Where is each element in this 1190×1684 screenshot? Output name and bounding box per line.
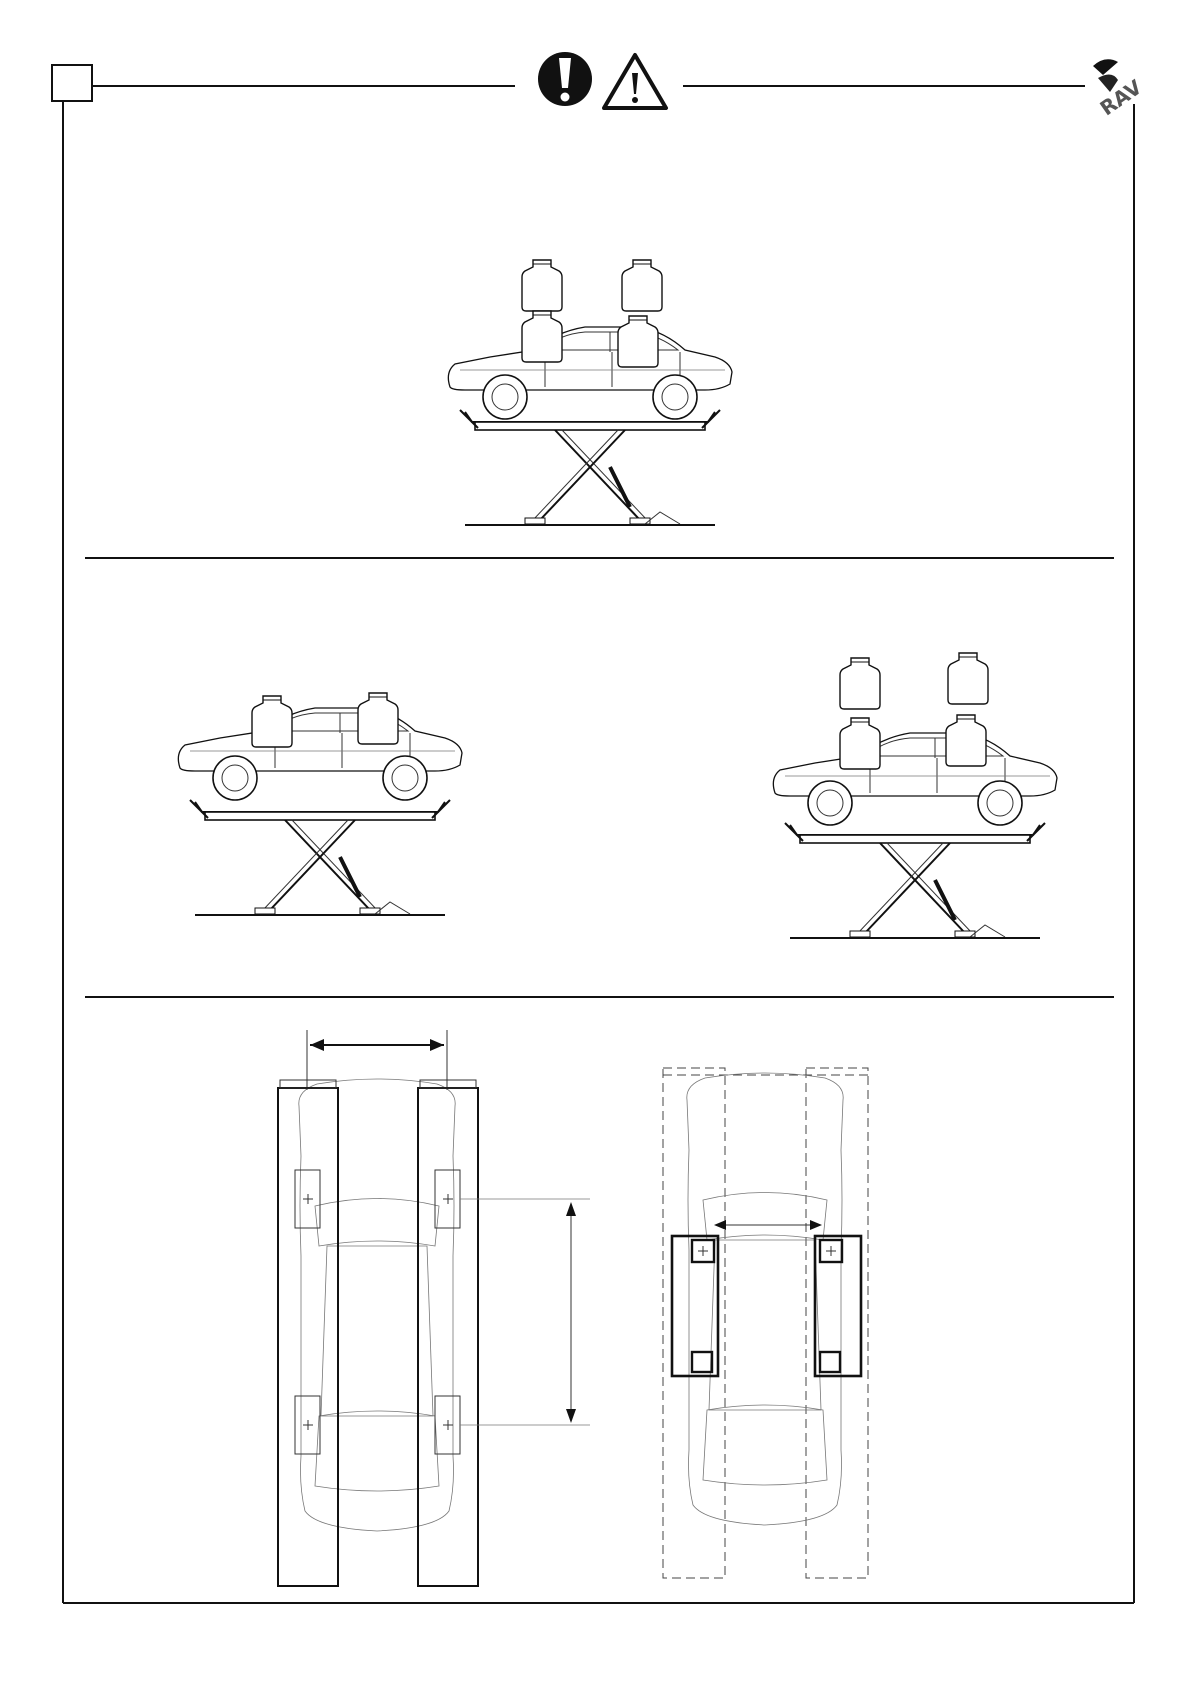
header-bar: RAV xyxy=(52,52,1147,120)
rav-brand-logo: RAV xyxy=(1093,59,1147,120)
figure-car-on-lift-load-centered xyxy=(448,260,732,525)
lift-arm-right xyxy=(815,1236,861,1376)
weight-icon xyxy=(622,260,662,311)
runway-left xyxy=(278,1088,338,1586)
figure-car-on-lift-load-distributed xyxy=(773,653,1057,938)
figure-plan-view-lifting-pads xyxy=(663,1068,868,1578)
page-frame xyxy=(63,101,1134,1603)
weight-icon xyxy=(840,658,880,709)
weight-icon xyxy=(522,311,562,362)
weight-icon xyxy=(948,653,988,704)
weight-icon xyxy=(358,693,398,744)
weight-icon xyxy=(252,696,292,747)
weight-icon xyxy=(522,260,562,311)
lifting-pad xyxy=(820,1352,840,1372)
lifting-pad xyxy=(692,1352,712,1372)
runway-right xyxy=(418,1088,478,1586)
weight-icon xyxy=(840,718,880,769)
weight-icon xyxy=(618,316,658,367)
warning-triangle-icon xyxy=(604,55,666,108)
weight-icon xyxy=(946,715,986,766)
figure-plan-view-runway-wheelbase xyxy=(278,1030,590,1586)
exclamation-circle-icon xyxy=(538,52,592,106)
figure-car-on-lift-load-rear xyxy=(178,693,462,915)
section-number-box xyxy=(52,65,92,101)
